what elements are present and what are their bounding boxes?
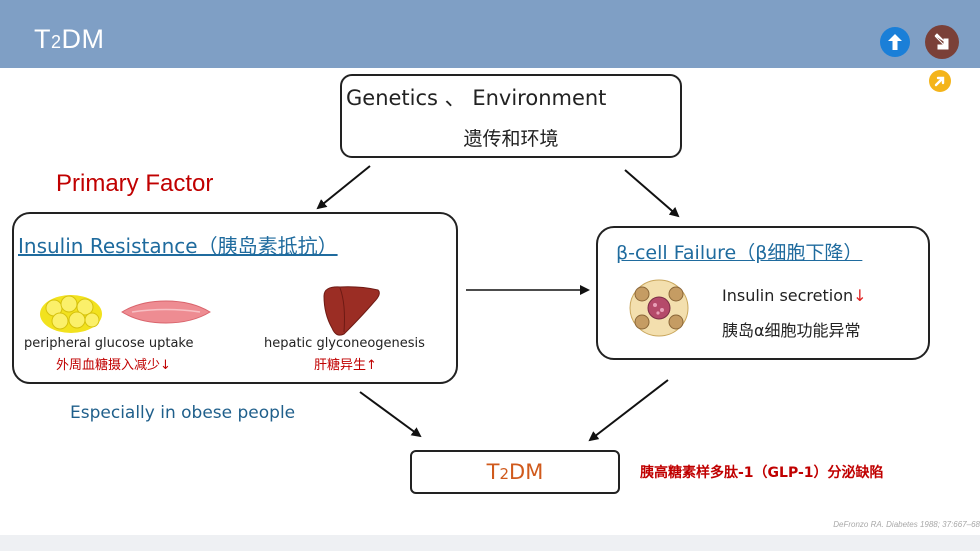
slide-header: T2DM xyxy=(0,0,980,68)
arrow-beta-cell-to-t2dm xyxy=(588,379,669,442)
arrow-genetics-to-insulin-resistance xyxy=(316,165,371,210)
decrease-arrow-icon: ↓ xyxy=(853,286,867,305)
beta-cell-failure-box: β-cell Failure（β细胞下降） Insulin secretion↓… xyxy=(596,226,930,360)
insulin-resistance-title: Insulin Resistance（胰岛素抵抗） xyxy=(18,234,338,258)
primary-factor-label: Primary Factor xyxy=(56,170,214,197)
genetics-label-en: Genetics 、 Environment xyxy=(346,86,607,110)
peripheral-uptake-label-cn: 外周血糖摄入减少↓ xyxy=(56,358,171,373)
alpha-cell-dysfunction-label: 胰岛α细胞功能异常 xyxy=(722,321,861,340)
arrow-down-nav-icon[interactable] xyxy=(925,25,959,59)
arrow-diagonal-nav-icon[interactable] xyxy=(929,70,951,92)
hepatic-label: hepatic glyconeogenesis xyxy=(264,336,425,351)
liver-icon xyxy=(323,286,380,336)
genetics-environment-box: Genetics 、 Environment 遗传和环境 xyxy=(340,74,682,158)
insulin-resistance-box: Insulin Resistance（胰岛素抵抗） peripheral glu… xyxy=(12,212,458,384)
t2dm-outcome-label: T2DM xyxy=(486,460,544,484)
obese-note: Especially in obese people xyxy=(70,403,296,423)
footer-bar xyxy=(0,535,980,551)
arrow-up-nav-icon[interactable] xyxy=(880,27,910,57)
arrow-insulin-resistance-to-t2dm xyxy=(359,391,422,438)
muscle-icon xyxy=(121,300,211,324)
beta-cell-failure-title: β-cell Failure（β细胞下降） xyxy=(616,242,863,264)
insulin-secretion-label: Insulin secretion↓ xyxy=(722,286,867,305)
genetics-label-cn: 遗传和环境 xyxy=(463,128,559,150)
pancreatic-islet-icon xyxy=(629,279,689,337)
slide-title: T2DM xyxy=(34,24,105,54)
citation: DeFronzo RA. Diabetes 1988; 37:667–68 xyxy=(833,520,980,529)
hepatic-label-cn: 肝糖异生↑ xyxy=(314,358,377,373)
glp1-deficiency-note: 胰高糖素样多肽-1（GLP-1）分泌缺陷 xyxy=(640,465,884,481)
arrow-genetics-to-beta-cell xyxy=(624,169,680,218)
t2dm-outcome-box: T2DM xyxy=(410,450,620,494)
peripheral-uptake-label: peripheral glucose uptake xyxy=(24,336,194,351)
fat-tissue-icon xyxy=(40,295,102,333)
